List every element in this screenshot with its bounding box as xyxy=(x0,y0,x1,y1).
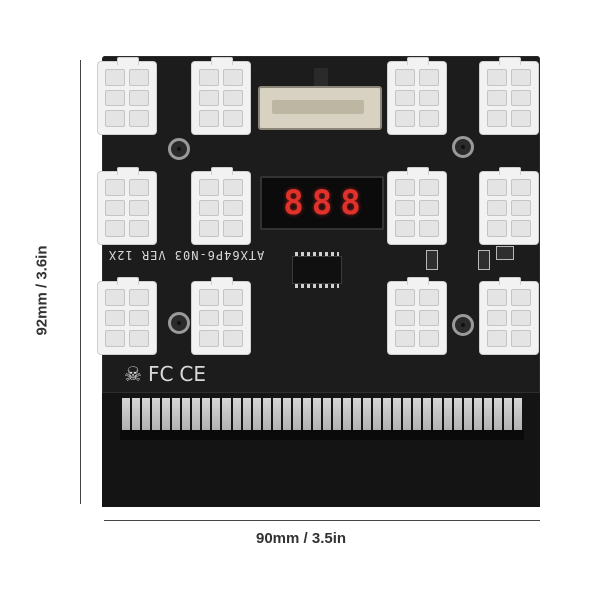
connector-j6 xyxy=(192,167,250,244)
connector-j11 xyxy=(98,167,156,244)
connector-j8 xyxy=(480,167,538,244)
switch-slot xyxy=(272,100,364,114)
connector-j12 xyxy=(98,57,156,134)
mounting-hole xyxy=(452,314,474,336)
mounting-hole xyxy=(168,312,190,334)
mounting-hole xyxy=(452,136,474,158)
height-dimension-label: 92mm / 3.6in xyxy=(33,245,51,336)
ce-mark: CE xyxy=(179,362,207,386)
model-silkscreen: ATX64P6-N03 VER 12X xyxy=(108,248,265,262)
mounting-hole xyxy=(168,138,190,160)
connector-j1 xyxy=(480,277,538,354)
connector-j2 xyxy=(388,277,446,354)
control-chip xyxy=(292,252,342,288)
voltage-display: 8 8 8 xyxy=(260,176,384,230)
connector-j7 xyxy=(192,57,250,134)
connector-j9 xyxy=(480,57,538,134)
width-dimension-label: 90mm / 3.5in xyxy=(256,530,347,547)
weee-icon: ☠ xyxy=(124,362,142,386)
height-dimension-line xyxy=(80,60,81,504)
power-switch xyxy=(258,86,382,130)
display-digit: 8 xyxy=(340,183,361,223)
power-switch-knob xyxy=(314,68,328,90)
width-dimension-line xyxy=(104,520,540,521)
connector-j4 xyxy=(98,277,156,354)
connector-j5 xyxy=(388,167,446,244)
capacitor xyxy=(426,250,438,270)
edge-connector-base xyxy=(120,430,524,440)
capacitor xyxy=(478,250,490,270)
connector-j3 xyxy=(192,277,250,354)
display-digit: 8 xyxy=(311,183,333,223)
transistor xyxy=(496,246,514,260)
connector-j10 xyxy=(388,57,446,134)
display-digit: 8 xyxy=(283,183,304,223)
gold-fingers xyxy=(122,398,522,438)
fcc-mark: FC xyxy=(147,362,174,386)
compliance-marks: ☠ FC CE xyxy=(124,362,206,386)
